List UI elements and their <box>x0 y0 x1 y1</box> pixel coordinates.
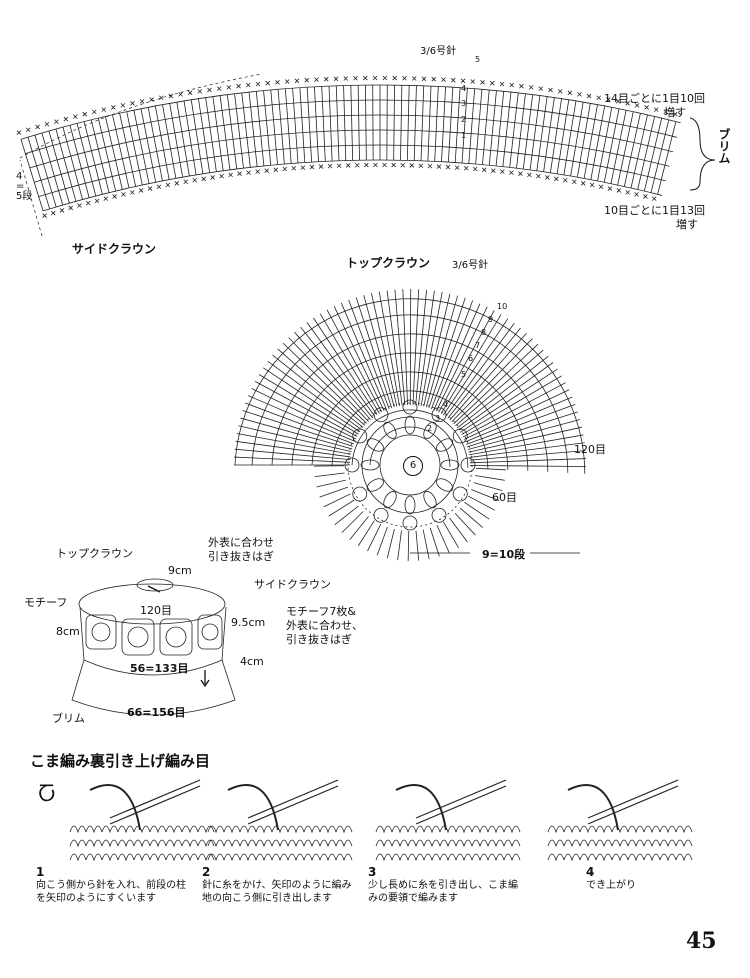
hat-height-95: 9.5cm <box>231 616 266 629</box>
page-number: 45 <box>686 928 717 954</box>
step-text-line1: 針に糸をかけ、矢印のように編み <box>202 880 352 891</box>
side-row-5: 5 <box>475 55 481 64</box>
back-post-sc-symbol-icon: Ⴀ <box>38 782 56 806</box>
top-row-8: 8 <box>481 328 487 337</box>
hat-top-crown-cm: 9cm <box>168 564 192 577</box>
step-text-line1: でき上がり <box>586 880 636 891</box>
side-crown-rows-label: 4 = 5段 <box>16 172 32 202</box>
increase-top-line2: 増す <box>664 106 686 119</box>
technique-step-2: 2 針に糸をかけ、矢印のように編み 地の向こう側に引き出します <box>202 866 352 905</box>
hat-side-crown-label: サイドクラウン <box>254 578 331 591</box>
hat-join-line1: 外表に合わせ <box>208 536 274 549</box>
step-text-line1: 少し長めに糸を引き出し、こま編 <box>368 880 518 891</box>
top-row-10: 10 <box>497 302 508 311</box>
hat-count-133: 56=133目 <box>130 662 189 675</box>
technique-illustrations <box>69 779 693 862</box>
side-crown-chart <box>16 73 681 237</box>
top-crown-hook-size: 3/6号針 <box>452 260 489 271</box>
increase-top-line1: 14目ごとに1目10回 <box>604 92 705 105</box>
side-row-1: 1 <box>461 131 467 140</box>
top-row-4: 4 <box>443 400 449 409</box>
row-label-eq: = <box>16 181 25 192</box>
hat-brim-label: ブリム <box>52 712 85 725</box>
hat-illustration <box>71 578 236 716</box>
top-row-5: 5 <box>461 370 467 379</box>
top-row-7: 7 <box>475 341 481 350</box>
technique-title: こま編み裏引き上げ編み目 <box>30 752 211 770</box>
technique-step-1: 1 向こう側から針を入れ、前段の柱 を矢印のようにすくいます <box>36 866 186 905</box>
increase-bottom-line2: 増す <box>676 218 698 231</box>
hat-height-4: 4cm <box>240 655 264 668</box>
hat-motif-join-line1: モチーフ7枚& <box>286 605 356 618</box>
hat-height-8: 8cm <box>56 625 80 638</box>
top-row-9: 9 <box>488 315 494 324</box>
step-text-line2: を矢印のようにすくいます <box>36 893 157 904</box>
row-label-4: 4 <box>16 171 23 182</box>
step-number: 3 <box>368 865 377 879</box>
top-row-6: 6 <box>468 354 474 363</box>
side-crown-hook-size: 3/6号針 <box>420 46 457 57</box>
side-crown-title: サイドクラウン <box>72 242 157 256</box>
top-crown-dimension: 9=10段 <box>482 548 526 561</box>
step-text-line2: 地の向こう側に引き出します <box>202 893 332 904</box>
technique-step-4: 4 でき上がり <box>586 866 636 892</box>
side-row-2: 2 <box>461 115 467 124</box>
top-crown-chart <box>234 288 586 561</box>
hat-join-line2: 引き抜きはぎ <box>208 550 274 563</box>
hat-motif-join-line3: 引き抜きはぎ <box>286 633 352 646</box>
top-crown-count-60: 60目 <box>492 491 517 504</box>
top-crown-count-120: 120目 <box>574 443 606 456</box>
hat-motif-join-line2: 外表に合わせ、 <box>286 619 363 632</box>
brim-label: ブリム <box>717 128 731 164</box>
side-crown-row-numbers: 5 4 3 2 1 <box>461 54 480 141</box>
hat-top-crown-label: トップクラウン <box>56 547 133 560</box>
hat-motif-label: モチーフ <box>24 596 68 609</box>
step-number: 1 <box>36 865 45 879</box>
step-number: 4 <box>586 865 595 879</box>
hat-count-156: 66=156目 <box>127 706 186 719</box>
top-row-3: 3 <box>435 414 441 423</box>
hat-count-120: 120目 <box>140 604 172 617</box>
top-row-2: 2 <box>427 424 433 433</box>
increase-bottom-line1: 10目ごとに1目13回 <box>604 204 705 217</box>
side-row-4: 4 <box>461 84 467 93</box>
side-row-3: 3 <box>461 99 467 108</box>
step-number: 2 <box>202 865 211 879</box>
top-crown-title: トップクラウン <box>346 256 431 270</box>
top-crown-center: 6 <box>403 456 423 476</box>
row-label-5: 5段 <box>16 191 33 202</box>
technique-step-3: 3 少し長めに糸を引き出し、こま編 みの要領で編みます <box>368 866 518 905</box>
step-text-line2: みの要領で編みます <box>368 893 458 904</box>
step-text-line1: 向こう側から針を入れ、前段の柱 <box>36 880 187 891</box>
